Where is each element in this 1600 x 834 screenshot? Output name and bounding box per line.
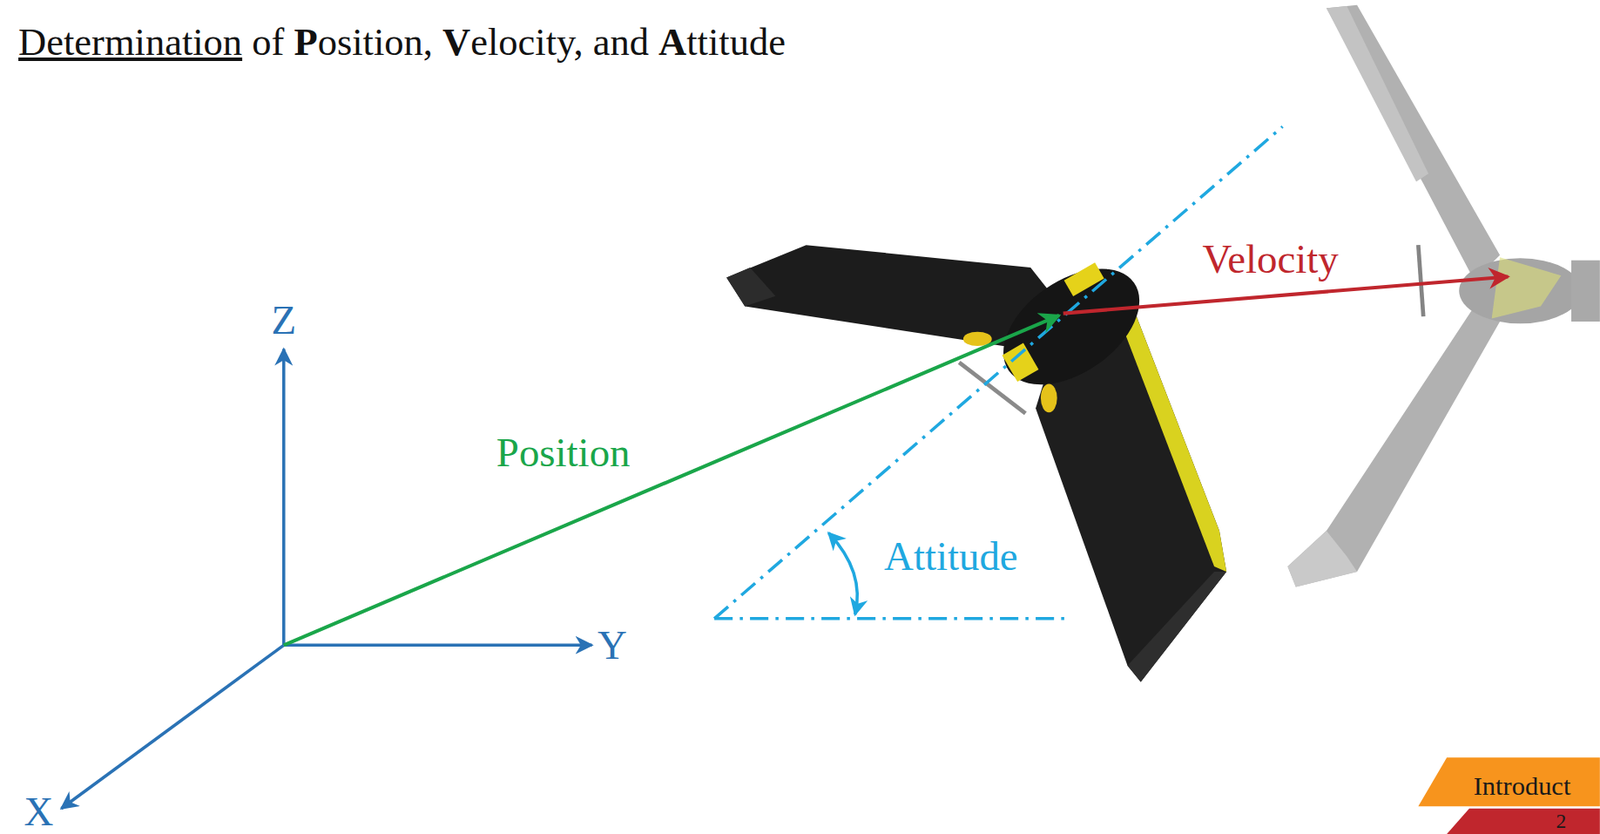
position-vector (283, 315, 1060, 645)
angle-label: Attitude (884, 535, 1019, 577)
section-label: Introduct (1473, 772, 1572, 799)
ghost-drone (1287, 5, 1600, 588)
section-tag (1417, 756, 1600, 806)
attitude-lines (714, 126, 1283, 619)
attitude-arc (828, 532, 858, 615)
drone (726, 244, 1227, 682)
vector-label: Velocity (1202, 238, 1339, 280)
axes (60, 349, 592, 809)
axis-label: X (24, 790, 55, 832)
page-tag (1446, 808, 1600, 834)
velocity-vector (1063, 276, 1509, 313)
page-number: 2 (1556, 810, 1567, 831)
axis-label: Y (597, 624, 628, 666)
vector-label: Position (496, 432, 631, 473)
axis-label: Z (270, 299, 297, 341)
slide-title: Determination of Position, Velocity, and… (18, 22, 786, 62)
